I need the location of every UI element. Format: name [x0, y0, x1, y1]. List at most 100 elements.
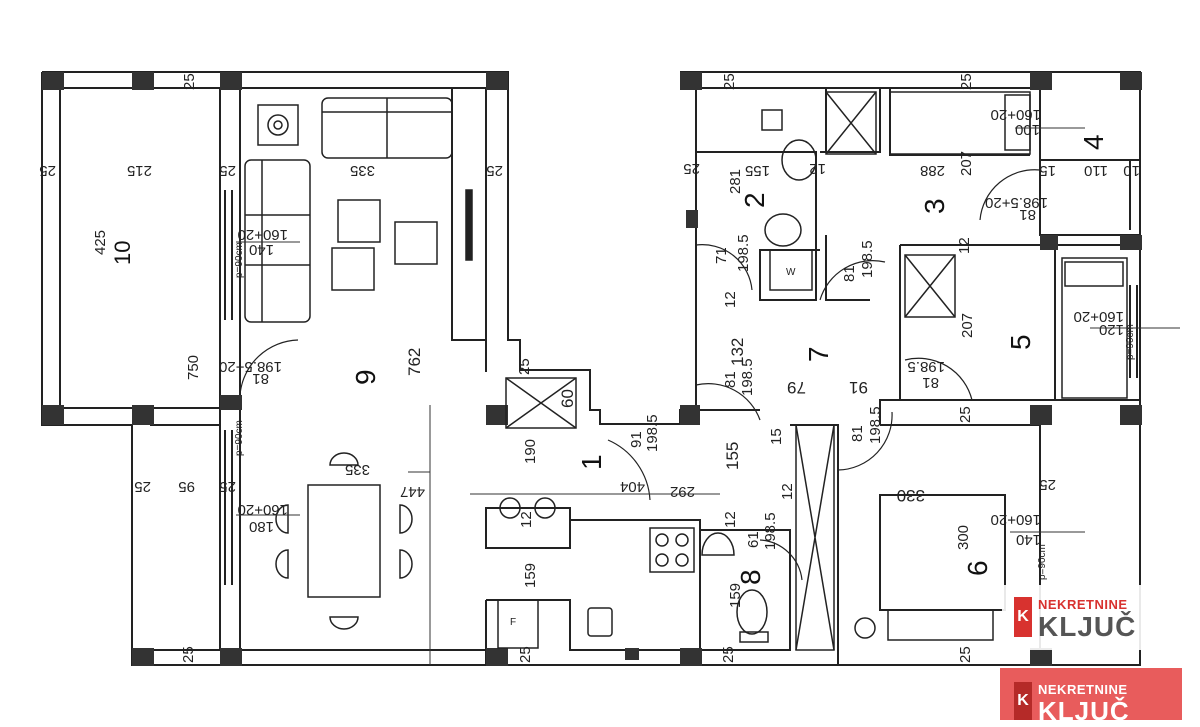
room-2: 2 — [739, 192, 770, 208]
room-10: 10 — [110, 241, 135, 265]
dim-330: 330 — [897, 486, 925, 505]
logo-mark-2: K — [1014, 682, 1032, 720]
dim-95: 95 — [178, 478, 195, 495]
dim-81-e: 81 — [252, 370, 269, 387]
dim-292: 292 — [670, 483, 695, 500]
washbasin-icon — [781, 139, 817, 181]
window-label-a: 160+20 — [238, 226, 288, 243]
fridge-label: F — [510, 617, 516, 628]
dim-100: 100 — [1015, 121, 1040, 138]
tv-icon — [465, 189, 473, 261]
dim-25-m: 25 — [957, 646, 974, 663]
dining-table — [307, 484, 381, 598]
window-label-e: 160+20 — [991, 511, 1041, 528]
logo-mark: K — [1014, 597, 1032, 637]
dim-155: 155 — [745, 162, 770, 179]
dim-12-c: 12 — [956, 237, 973, 254]
room-3: 3 — [919, 198, 950, 214]
dim-12-e: 12 — [779, 483, 796, 500]
door-label-i: 198.5 — [762, 512, 779, 550]
dim-140: 140 — [1016, 531, 1041, 548]
dim-25-p: 25 — [1039, 476, 1056, 493]
dim-91: 91 — [849, 378, 868, 397]
door-label-g: 198.5 — [739, 358, 756, 396]
room-6: 6 — [962, 560, 993, 576]
dim-281: 281 — [727, 169, 744, 194]
opening-labels: 198.5+20 198.5+20 198.5 198.5 198.5 198.… — [219, 106, 1136, 628]
shower-5-icon — [904, 254, 956, 318]
brand-logo-bottom: K NEKRETNINE KLJUČ — [1000, 668, 1182, 726]
dim-207-a: 207 — [958, 151, 975, 176]
brand-logo-top: K NEKRETNINE KLJUČ — [1002, 585, 1182, 650]
dim-25-b: 25 — [134, 478, 151, 495]
wall-pillars — [42, 72, 1142, 666]
dim-91-b: 91 — [628, 431, 645, 448]
dimension-lines — [236, 127, 1180, 665]
dim-180: 180 — [249, 518, 274, 535]
dim-447: 447 — [400, 483, 425, 500]
dim-25-c: 25 — [219, 478, 236, 495]
dim-10: 10 — [1123, 162, 1140, 179]
toilet-icon — [764, 213, 802, 247]
room-9: 9 — [350, 369, 381, 385]
dim-25-h: 25 — [180, 646, 197, 663]
door-label-h: 198.5 — [867, 406, 884, 444]
dim-60: 60 — [558, 389, 577, 408]
cooktop-icon — [257, 104, 299, 146]
door-label-e: 198.5 — [859, 240, 876, 278]
dim-762: 762 — [405, 348, 424, 376]
dim-215: 215 — [127, 162, 152, 179]
dim-81-d: 81 — [1019, 206, 1036, 223]
dim-25-d: 25 — [219, 162, 236, 179]
dim-71: 71 — [713, 247, 730, 264]
dim-25-i: 25 — [517, 646, 534, 663]
dim-159: 159 — [522, 563, 539, 588]
logo-text-bottom-2: KLJUČ — [1038, 696, 1130, 726]
room-8: 8 — [735, 569, 766, 585]
dim-15-a: 15 — [1039, 162, 1056, 179]
dim-25-a: 25 — [39, 162, 56, 179]
logo-text-top-2: NEKRETNINE — [1038, 682, 1128, 697]
dim-61: 61 — [745, 531, 762, 548]
dining-chairs — [275, 452, 413, 630]
dim-12-b: 12 — [809, 160, 826, 177]
p90-b: p=90cm — [234, 420, 245, 456]
dim-79: 79 — [787, 378, 806, 397]
dim-25-j: 25 — [721, 73, 738, 90]
dim-25-e: 25 — [486, 162, 503, 179]
dimension-labels: 425 215 25 750 95 25 25 335 25 25 762 33… — [39, 73, 1140, 663]
dim-81-c: 81 — [722, 371, 739, 388]
room-4: 4 — [1078, 134, 1109, 150]
dim-425: 425 — [92, 230, 109, 255]
dim-300: 300 — [955, 525, 972, 550]
dim-12-d: 12 — [722, 291, 739, 308]
door-label-d: 198.5 — [735, 234, 752, 272]
dim-25-l: 25 — [958, 73, 975, 90]
room-1: 1 — [576, 454, 607, 470]
dim-207-b: 207 — [959, 313, 976, 338]
dim-25-k: 25 — [720, 646, 737, 663]
dim-335: 335 — [350, 162, 375, 179]
room-7: 7 — [803, 346, 834, 362]
dim-25-g: 25 — [181, 73, 198, 90]
room-numbers: 1 2 3 4 5 6 7 8 9 10 — [110, 134, 1109, 585]
dim-140-b: 140 — [249, 241, 274, 258]
dim-12-a: 12 — [518, 511, 535, 528]
door-swings — [239, 169, 1041, 581]
dim-81-f: 81 — [849, 425, 866, 442]
door-label-a: 198.5+20 — [219, 358, 282, 375]
dim-25-o: 25 — [683, 160, 700, 177]
dim-404: 404 — [620, 478, 645, 495]
stove-icon — [649, 527, 695, 573]
door-label-b: 198.5+20 — [985, 194, 1048, 211]
door-label-c: 198.5 — [644, 414, 661, 452]
dim-335-b: 335 — [345, 461, 370, 478]
dim-15-b: 15 — [768, 428, 785, 445]
p90-d: p=90cm — [1037, 544, 1048, 580]
dim-132: 132 — [728, 338, 747, 366]
dim-750: 750 — [185, 355, 202, 380]
p90-a: p=90cm — [234, 242, 245, 278]
dim-120: 120 — [1099, 321, 1124, 338]
shower-icon — [825, 91, 877, 155]
